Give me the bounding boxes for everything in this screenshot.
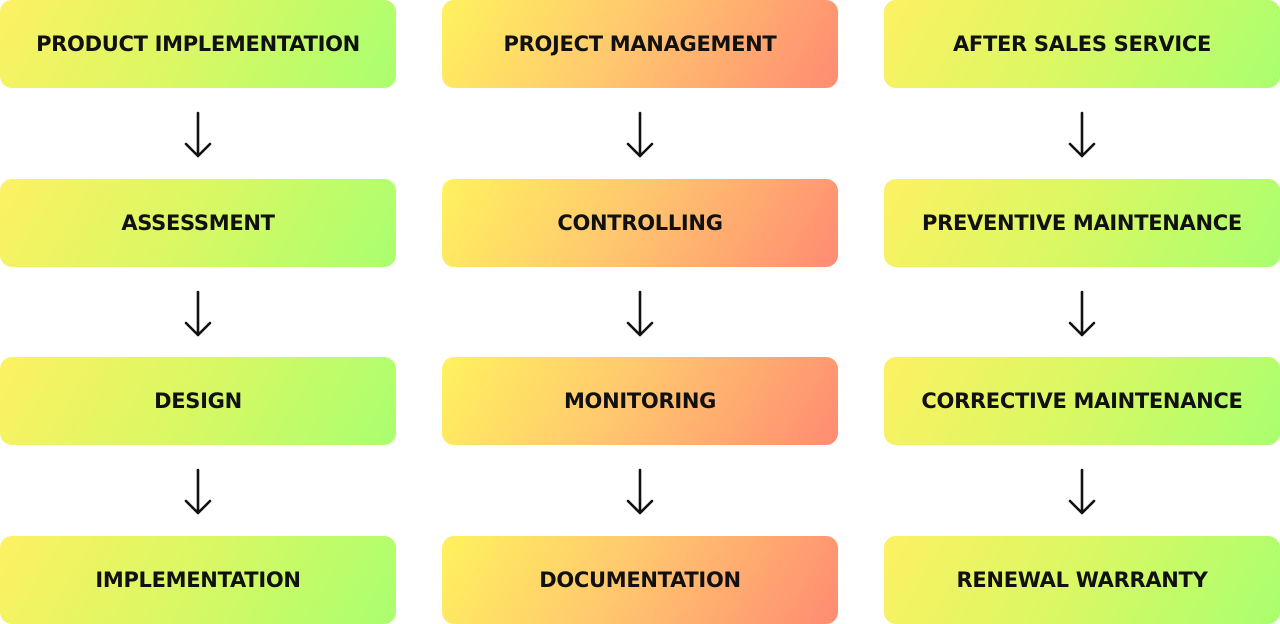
arrow-down-icon: [183, 289, 213, 339]
box-label: AFTER SALES SERVICE: [952, 32, 1212, 56]
box-label: RENEWAL WARRANTY: [956, 568, 1208, 592]
box-implementation: IMPLEMENTATION: [0, 536, 396, 624]
column-product-implementation: PRODUCT IMPLEMENTATION ASSESSMENT DESIGN…: [0, 0, 396, 624]
box-documentation: DOCUMENTATION: [442, 536, 838, 624]
arrow-down-icon: [183, 110, 213, 160]
arrow-down-icon: [183, 467, 213, 517]
box-label: ASSESSMENT: [121, 211, 275, 235]
box-label: PRODUCT IMPLEMENTATION: [36, 32, 360, 56]
box-controlling: CONTROLLING: [442, 179, 838, 267]
box-renewal-warranty: RENEWAL WARRANTY: [884, 536, 1280, 624]
arrow-down-icon: [625, 289, 655, 339]
box-label: DOCUMENTATION: [539, 568, 741, 592]
box-monitoring: MONITORING: [442, 357, 838, 445]
box-after-sales-service: AFTER SALES SERVICE: [884, 0, 1280, 88]
column-project-management: PROJECT MANAGEMENT CONTROLLING MONITORIN…: [442, 0, 838, 624]
box-label: CORRECTIVE MAINTENANCE: [921, 389, 1243, 413]
box-project-management: PROJECT MANAGEMENT: [442, 0, 838, 88]
arrow-down-icon: [625, 110, 655, 160]
column-after-sales-service: AFTER SALES SERVICE PREVENTIVE MAINTENAN…: [884, 0, 1280, 624]
box-design: DESIGN: [0, 357, 396, 445]
arrow-down-icon: [1067, 110, 1097, 160]
box-corrective-maintenance: CORRECTIVE MAINTENANCE: [884, 357, 1280, 445]
box-label: CONTROLLING: [557, 211, 723, 235]
box-label: IMPLEMENTATION: [95, 568, 301, 592]
arrow-down-icon: [1067, 289, 1097, 339]
box-label: MONITORING: [563, 389, 717, 413]
box-product-implementation: PRODUCT IMPLEMENTATION: [0, 0, 396, 88]
box-label: DESIGN: [154, 389, 242, 413]
arrow-down-icon: [625, 467, 655, 517]
box-label: PREVENTIVE MAINTENANCE: [922, 211, 1242, 235]
box-assessment: ASSESSMENT: [0, 179, 396, 267]
box-preventive-maintenance: PREVENTIVE MAINTENANCE: [884, 179, 1280, 267]
arrow-down-icon: [1067, 467, 1097, 517]
box-label: PROJECT MANAGEMENT: [503, 32, 777, 56]
